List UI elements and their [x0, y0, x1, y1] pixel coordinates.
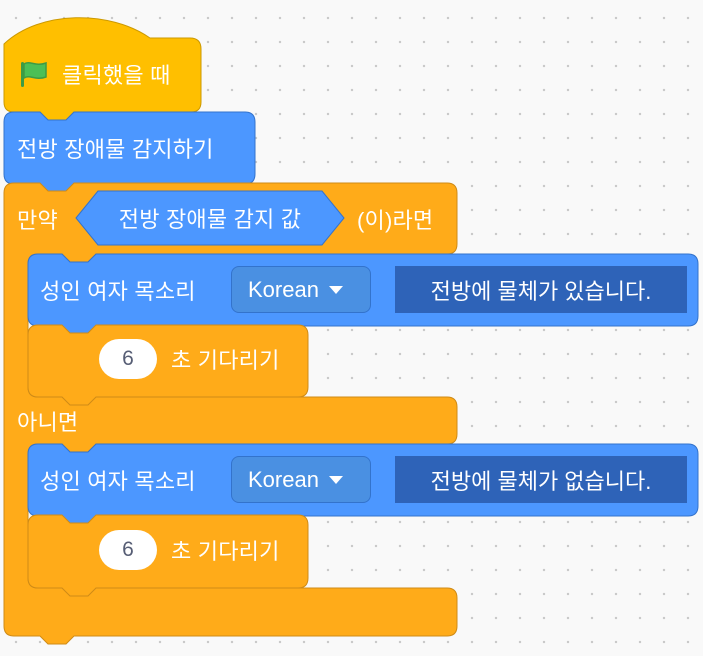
detect-obstacle-label: 전방 장애물 감지하기 [17, 137, 214, 162]
chevron-down-icon [328, 475, 343, 484]
language-dropdown-1-value: Korean [248, 276, 319, 302]
when-flag-clicked-label: 클릭했을 때 [62, 63, 171, 88]
speak-1-voice-label: 성인 여자 목소리 [40, 279, 196, 304]
condition-reporter-content: 전방 장애물 감지 값 [98, 191, 322, 245]
when-flag-clicked-content: 클릭했을 때 [18, 56, 171, 92]
then-label-wrap: (이)라면 [357, 201, 433, 237]
speak-1-content: 성인 여자 목소리 [40, 272, 196, 308]
speak-text-field-1-value: 전방에 물체가 있습니다. [430, 278, 652, 304]
wait-block-2[interactable] [27, 514, 309, 597]
language-dropdown-1[interactable]: Korean [231, 266, 371, 313]
language-dropdown-2-value: Korean [248, 466, 319, 492]
wait-seconds-input-2-value: 6 [122, 538, 134, 561]
then-label: (이)라면 [357, 208, 434, 233]
speak-text-field-1[interactable]: 전방에 물체가 있습니다. [395, 266, 687, 313]
speak-2-voice-label: 성인 여자 목소리 [40, 469, 196, 494]
condition-reporter-label: 전방 장애물 감지 값 [118, 207, 302, 232]
chevron-down-icon [328, 285, 343, 294]
wait-1-label-wrap: 초 기다리기 [171, 341, 280, 377]
if-label: 만약 [17, 208, 58, 233]
detect-obstacle-content: 전방 장애물 감지하기 [17, 130, 214, 166]
green-flag-icon [21, 61, 47, 87]
wait-seconds-input-1-value: 6 [122, 347, 134, 370]
language-dropdown-2[interactable]: Korean [231, 456, 371, 503]
speak-text-field-2-value: 전방에 물체가 없습니다. [430, 468, 652, 494]
wait-2-label: 초 기다리기 [171, 539, 280, 564]
speak-text-field-2[interactable]: 전방에 물체가 없습니다. [395, 456, 687, 503]
else-label: 아니면 [17, 410, 79, 435]
else-label-wrap: 아니면 [17, 403, 78, 439]
wait-1-label: 초 기다리기 [171, 348, 280, 373]
wait-seconds-input-1[interactable]: 6 [99, 339, 157, 379]
wait-block-1[interactable] [27, 324, 309, 406]
condition-reporter-shape[interactable] [75, 190, 345, 246]
speak-2-content: 성인 여자 목소리 [40, 462, 196, 498]
wait-2-label-wrap: 초 기다리기 [171, 532, 280, 568]
if-label-wrap: 만약 [17, 201, 58, 237]
wait-seconds-input-2[interactable]: 6 [99, 530, 157, 570]
